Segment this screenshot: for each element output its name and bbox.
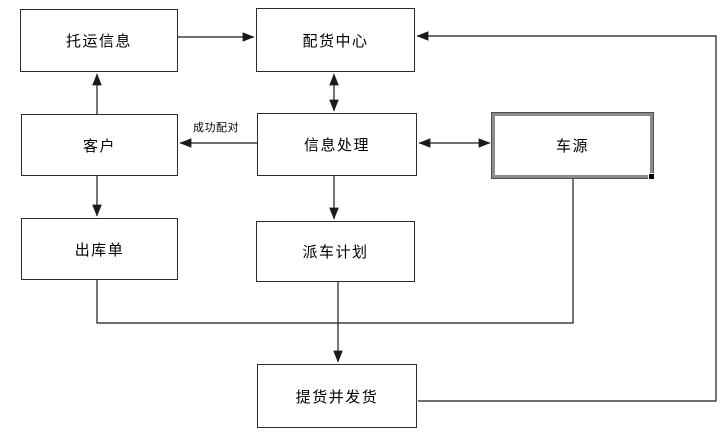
node-distribution-center[interactable]: 配货中心 [256, 8, 415, 72]
node-pickup-delivery-label: 提货并发货 [295, 387, 379, 406]
node-vehicle-source[interactable]: 车源 [491, 112, 655, 180]
node-dispatch-plan[interactable]: 派车计划 [256, 221, 415, 282]
node-outbound-order[interactable]: 出库单 [21, 218, 178, 280]
edge-pickup-to-distribution-feedback [416, 31, 717, 402]
node-consignment-info-label: 托运信息 [65, 32, 132, 50]
edge-label-successful-match: 成功配对 [193, 121, 239, 134]
node-dispatch-plan-label: 派车计划 [302, 243, 369, 261]
node-info-processing-label: 信息处理 [303, 136, 370, 154]
resize-handle[interactable] [648, 173, 655, 180]
node-info-processing[interactable]: 信息处理 [257, 113, 417, 176]
node-customer-label: 客户 [82, 136, 116, 155]
node-vehicle-source-label: 车源 [555, 137, 589, 155]
node-customer[interactable]: 客户 [21, 114, 178, 176]
edge-outbound-vehicle-merge [96, 179, 574, 324]
node-outbound-order-label: 出库单 [74, 240, 125, 259]
node-pickup-delivery[interactable]: 提货并发货 [257, 364, 417, 428]
node-consignment-info[interactable]: 托运信息 [20, 9, 178, 72]
node-distribution-center-label: 配货中心 [302, 31, 369, 50]
